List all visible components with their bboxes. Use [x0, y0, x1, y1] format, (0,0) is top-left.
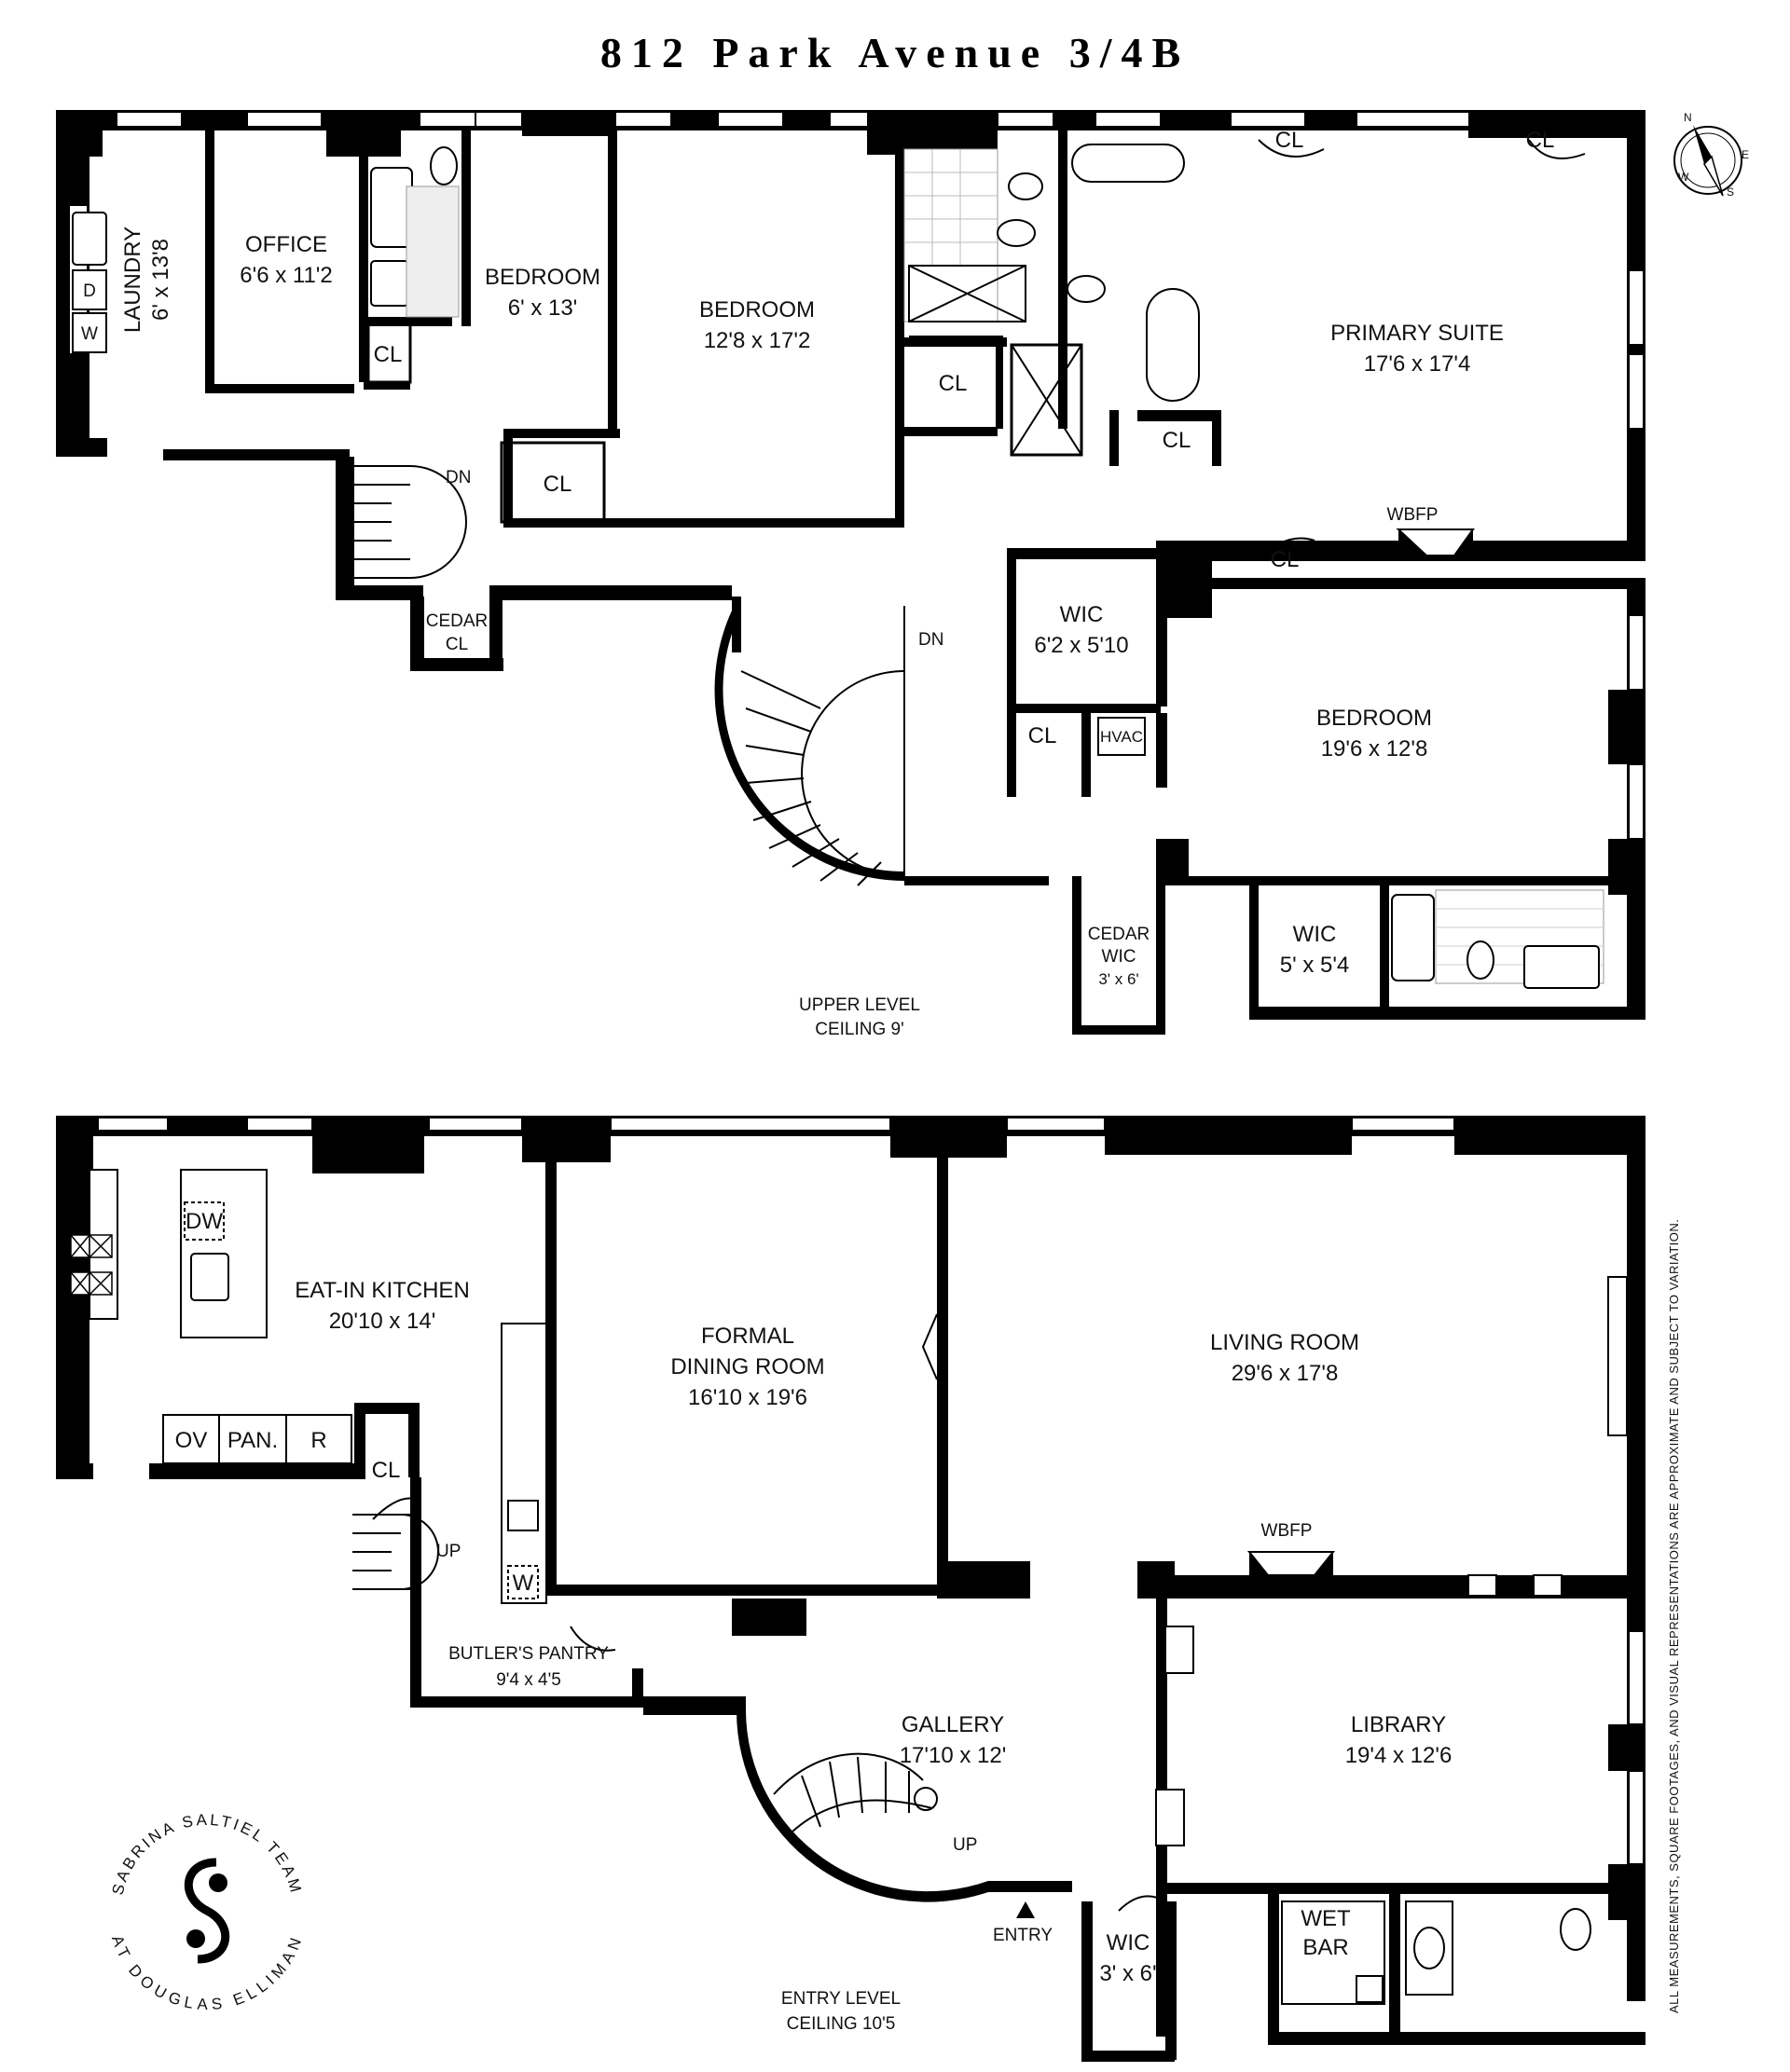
- library-name: LIBRARY: [1351, 1712, 1446, 1737]
- laundry-dims: 6' x 13'8: [148, 239, 173, 321]
- upper-level-labels: LAUNDRY 6' x 13'8 OFFICE 6'6 x 11'2 BEDR…: [120, 128, 1554, 1039]
- office-name: OFFICE: [245, 232, 327, 257]
- entry-ceiling-label: CEILING 10'5: [787, 2014, 896, 2034]
- cl-label: CL: [1271, 547, 1300, 572]
- cl-label: CL: [1028, 723, 1057, 748]
- disclaimer: ALL MEASUREMENTS, SQUARE FOOTAGES, AND V…: [1667, 1219, 1681, 2013]
- entry-wic-name: WIC: [1107, 1930, 1150, 1955]
- logo-line2: AT DOUGLAS ELLIMAN: [108, 1933, 306, 2013]
- cl-label: CL: [1526, 128, 1555, 153]
- dishwasher-label: DW: [186, 1209, 223, 1234]
- upper-ceiling-label: CEILING 9': [815, 1020, 904, 1039]
- wetbar-name2: BAR: [1302, 1935, 1348, 1960]
- living-dims: 29'6 x 17'8: [1232, 1361, 1339, 1386]
- dining-name1: FORMAL: [701, 1324, 794, 1349]
- brand-logo: SABRINA SALTIEL TEAM AT DOUGLAS ELLIMAN: [108, 1811, 306, 2013]
- primary-suite-dims: 17'6 x 17'4: [1364, 351, 1471, 377]
- pantry-label: PAN.: [227, 1428, 278, 1453]
- bedroom-small-dims: 6' x 13': [508, 295, 578, 321]
- compass-e: E: [1742, 148, 1749, 161]
- compass-w: W: [1678, 171, 1689, 184]
- washer-label: W: [81, 324, 98, 344]
- entry-level-labels: EAT-IN KITCHEN 20'10 x 14' FORMAL DINING…: [295, 1278, 1452, 2034]
- cedar-cl-name1: CEDAR: [426, 611, 489, 631]
- plan-title: 812 Park Avenue 3/4B: [600, 29, 1190, 76]
- cedar-wic-name1: CEDAR: [1088, 925, 1150, 944]
- laundry-name: LAUNDRY: [120, 226, 145, 333]
- dn-label: DN: [918, 630, 943, 650]
- entry-label: ENTRY: [993, 1926, 1053, 1945]
- oven-label: OV: [175, 1428, 208, 1453]
- entry-level-label: ENTRY LEVEL: [781, 1989, 901, 2009]
- logo-mark-icon: [184, 1858, 230, 1964]
- dryer-label: D: [83, 281, 96, 301]
- cl-label: CL: [374, 342, 403, 367]
- kitchen-name: EAT-IN KITCHEN: [295, 1278, 470, 1303]
- entry-level-plan: DW W OV PAN. R: [56, 1116, 1645, 2062]
- wic-small-name: WIC: [1293, 922, 1337, 947]
- cedar-wic-name2: WIC: [1102, 947, 1136, 967]
- library-dims: 19'4 x 12'6: [1345, 1743, 1453, 1768]
- refrigerator-label: R: [310, 1428, 326, 1453]
- up-label: UP: [953, 1835, 977, 1855]
- dining-name2: DINING ROOM: [670, 1354, 824, 1379]
- upper-level-label: UPPER LEVEL: [799, 995, 920, 1015]
- butlers-name: BUTLER'S PANTRY: [448, 1644, 609, 1664]
- office-dims: 6'6 x 11'2: [240, 263, 332, 288]
- kitchen-dims: 20'10 x 14': [329, 1309, 436, 1334]
- wic-main-dims: 6'2 x 5'10: [1034, 633, 1128, 658]
- cl-label: CL: [939, 371, 968, 396]
- wic-small-dims: 5' x 5'4: [1280, 953, 1350, 978]
- compass-s: S: [1727, 185, 1734, 199]
- cl-label: CL: [372, 1458, 401, 1483]
- cl-label: CL: [1275, 128, 1304, 153]
- cedar-wic-dims: 3' x 6': [1098, 970, 1138, 988]
- bedroom-mid-name: BEDROOM: [699, 297, 815, 322]
- hvac-label: HVAC: [1100, 728, 1143, 746]
- cl-label: CL: [1163, 428, 1191, 453]
- logo-line1: SABRINA SALTIEL TEAM: [109, 1811, 306, 1897]
- wbfp-label: WBFP: [1261, 1521, 1313, 1541]
- upper-level-plan: D W: [56, 110, 1645, 1035]
- wetbar-name1: WET: [1301, 1906, 1351, 1931]
- up-label: UP: [436, 1542, 461, 1561]
- bedroom-mid-dims: 12'8 x 17'2: [704, 328, 811, 353]
- butlers-dims: 9'4 x 4'5: [496, 1670, 561, 1690]
- dn-label: DN: [446, 468, 471, 487]
- dining-dims: 16'10 x 19'6: [688, 1385, 807, 1410]
- compass-n: N: [1684, 111, 1692, 124]
- wic-main-name: WIC: [1060, 602, 1104, 627]
- gallery-dims: 17'10 x 12': [900, 1743, 1007, 1768]
- entry-wic-dims: 3' x 6': [1099, 1961, 1156, 1986]
- living-name: LIVING ROOM: [1210, 1330, 1359, 1355]
- wbfp-label: WBFP: [1387, 505, 1439, 525]
- bedroom-small-name: BEDROOM: [485, 265, 600, 290]
- primary-suite-name: PRIMARY SUITE: [1330, 321, 1504, 346]
- washer-label: W: [513, 1571, 534, 1596]
- gallery-name: GALLERY: [902, 1712, 1004, 1737]
- compass-icon: N E S W: [1673, 111, 1749, 199]
- cl-label: CL: [544, 472, 572, 497]
- cedar-cl-name2: CL: [446, 635, 468, 654]
- bedroom-large-name: BEDROOM: [1316, 706, 1432, 731]
- bedroom-large-dims: 19'6 x 12'8: [1321, 736, 1428, 762]
